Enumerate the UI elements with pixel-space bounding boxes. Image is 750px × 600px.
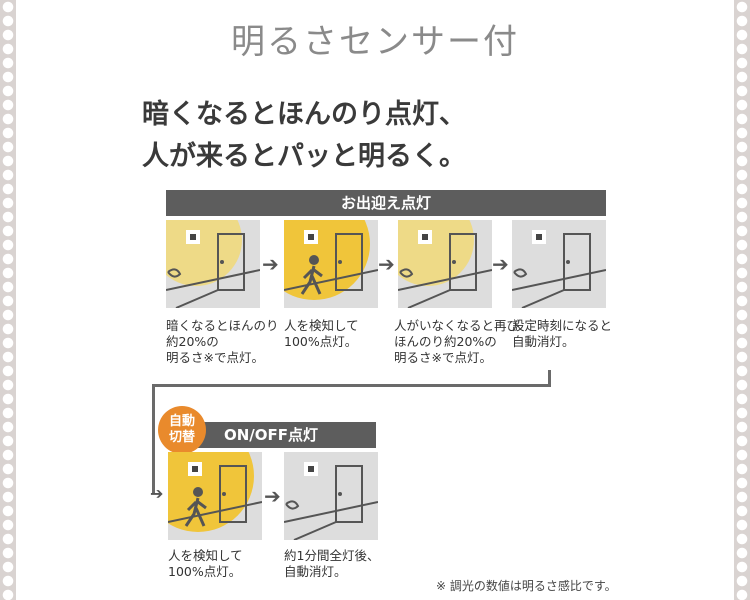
arrow-right-icon: ➔ <box>262 252 279 276</box>
caption-step-2: 人を検知して 100%点灯。 <box>284 318 359 349</box>
scene-panel-onoff-detect <box>168 452 262 540</box>
section-bar-welcome: お出迎え点灯 <box>166 190 606 216</box>
headline-line-1: 暗くなるとほんのり点灯、 <box>142 99 466 130</box>
arrow-right-icon: ➔ <box>150 484 164 503</box>
scene-panel-off <box>512 220 606 308</box>
scene-panel-onoff-off <box>284 452 378 540</box>
caption-onoff-step-1: 人を検知して 100%点灯。 <box>168 548 243 579</box>
decorative-border-left <box>0 0 16 600</box>
headline: 暗くなるとほんのり点灯、 人が来るとパッと明るく。 <box>142 94 466 178</box>
scene-panel-dim-again <box>398 220 492 308</box>
arrow-right-icon: ➔ <box>492 252 509 276</box>
scene-panel-dim <box>166 220 260 308</box>
arrow-right-icon: ➔ <box>264 484 281 508</box>
arrow-right-icon: ➔ <box>378 252 395 276</box>
flow-connector <box>152 384 155 494</box>
footnote: ※ 調光の数値は明るさ感比です。 <box>436 579 617 593</box>
caption-step-3: 人がいなくなると再び ほんのり約20%の 明るさ※で点灯。 <box>394 318 520 365</box>
headline-line-2: 人が来るとパッと明るく。 <box>142 141 466 172</box>
caption-step-1: 暗くなるとほんのり 約20%の 明るさ※で点灯。 <box>166 318 279 365</box>
scene-panel-detect <box>284 220 378 308</box>
page-title: 明るさセンサー付 <box>231 22 519 62</box>
decorative-border-right <box>734 0 750 600</box>
auto-switch-badge: 自動 切替 <box>158 406 206 454</box>
flow-connector <box>548 370 551 386</box>
caption-step-4: 設定時刻になると 自動消灯。 <box>512 318 613 349</box>
flow-connector <box>152 384 551 387</box>
caption-onoff-step-2: 約1分間全灯後、 自動消灯。 <box>284 548 380 579</box>
